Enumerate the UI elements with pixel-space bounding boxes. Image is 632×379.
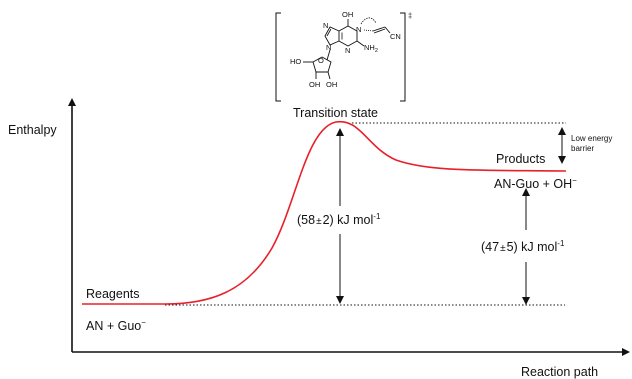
transition-state-label: Transition state	[293, 106, 378, 120]
transition-state-structure: ‡ OH N NH2 N N N CN O HO OH OH	[275, 10, 412, 102]
mol-n-ring-top: N	[323, 21, 328, 30]
reaction-energy-label: (47±5) kJ mol-1	[481, 239, 565, 254]
activation-energy-label: (58±2) kJ mol-1	[297, 212, 381, 227]
mol-oh-top: OH	[342, 10, 353, 19]
mol-n-bottom: N	[345, 46, 350, 55]
mol-nh2: NH2	[364, 43, 378, 54]
products-label: Products	[496, 152, 545, 166]
y-axis-label: Enthalpy	[8, 123, 57, 137]
low-barrier-label-line2: barrier	[571, 144, 594, 153]
products-species: AN-Guo + OH−	[494, 176, 577, 191]
right-bracket	[400, 12, 406, 102]
reagents-species: AN + Guo−	[86, 318, 146, 333]
left-bracket	[275, 12, 281, 102]
mol-n-ring-bottom: N	[326, 43, 331, 52]
mol-cn: CN	[390, 32, 401, 41]
mol-n-link: N	[356, 25, 361, 34]
mol-oh-sugar-1: OH	[309, 80, 320, 89]
mol-o-sugar: O	[318, 56, 324, 65]
x-axis-label: Reaction path	[521, 365, 598, 379]
reagents-label: Reagents	[86, 287, 140, 301]
mol-oh-sugar-2: OH	[326, 80, 337, 89]
mol-ho-sugar: HO	[290, 57, 301, 66]
reaction-curve	[82, 120, 567, 305]
double-dagger: ‡	[408, 11, 412, 20]
low-barrier-label-line1: Low energy	[571, 134, 612, 143]
